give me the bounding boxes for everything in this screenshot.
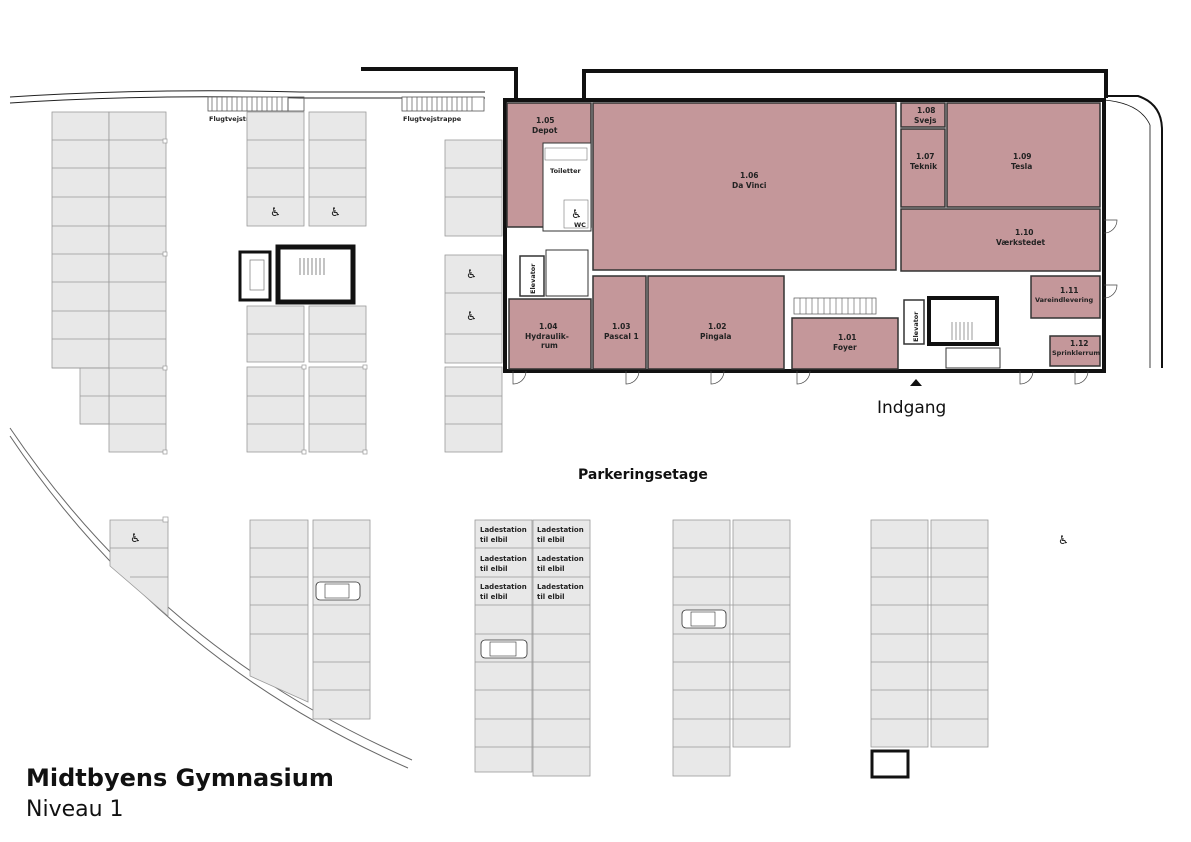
accessible-icon: ♿ <box>571 207 582 221</box>
room-name: Pingala <box>700 332 731 341</box>
room-1-11[interactable] <box>1030 275 1101 319</box>
room-1-01[interactable] <box>791 317 899 370</box>
parking-block-bottom-c <box>474 519 591 777</box>
room-number: 1.08 <box>917 106 936 115</box>
escape-stair-label-right: Flugtvejstrappe <box>403 115 462 123</box>
stair-right-steps <box>951 322 973 340</box>
elevator-left <box>519 255 545 297</box>
room-name: Teknik <box>910 162 938 171</box>
accessible-icon: ♿ <box>466 309 477 323</box>
road-line <box>9 90 485 98</box>
elevator-label-right: Elevator <box>912 311 920 342</box>
room-name: Vareindlevering <box>1035 296 1094 304</box>
stair-right-core <box>927 296 999 346</box>
room-name: Hydraulik- <box>525 332 569 341</box>
accessible-icon: ♿ <box>270 205 281 219</box>
elevator-right <box>903 299 925 345</box>
accessible-icon: ♿ <box>1058 533 1069 547</box>
charging-station-label: til elbil <box>480 565 508 573</box>
stair-left-core <box>545 249 589 297</box>
room-number: 1.02 <box>708 322 727 331</box>
room-name: Depot <box>532 126 558 135</box>
room-1-04[interactable] <box>508 298 592 370</box>
room-name: Da Vinci <box>732 181 767 190</box>
road-curve <box>9 427 413 761</box>
room-name: Pascal 1 <box>604 332 639 341</box>
room-number: 1.11 <box>1060 286 1079 295</box>
page-title: Midtbyens Gymnasium <box>26 764 334 792</box>
charging-labels: Ladestation til elbil Ladestation til el… <box>480 526 584 601</box>
charging-station-label: til elbil <box>537 565 565 573</box>
room-1-10[interactable] <box>900 208 1101 272</box>
room-name: Sprinklerrum <box>1052 349 1100 357</box>
room-1-12[interactable] <box>1049 335 1101 367</box>
room-number: 1.10 <box>1015 228 1034 237</box>
room-name: Værkstedet <box>996 238 1046 247</box>
car-icon <box>681 609 727 629</box>
parking-label: Parkeringsetage <box>578 467 708 483</box>
parking-block-near-building <box>444 139 503 453</box>
room-name: Foyer <box>833 343 857 352</box>
charging-station-label: til elbil <box>480 536 508 544</box>
room-1-09[interactable] <box>946 102 1101 208</box>
room-1-08[interactable] <box>900 102 946 128</box>
parking-block-bottom-b <box>249 519 371 720</box>
room-1-03[interactable] <box>592 275 647 370</box>
doors <box>512 219 1118 385</box>
escape-stair-label-left: Flugtvejstrappe <box>209 115 268 123</box>
toilets-label: Toiletter <box>550 167 582 175</box>
utility-room <box>945 347 1001 369</box>
charging-station-label: til elbil <box>537 536 565 544</box>
room-number: 1.05 <box>536 116 555 125</box>
charging-station-label: Ladestation <box>537 555 584 563</box>
charging-station-label: Ladestation <box>480 526 527 534</box>
room-1-07[interactable] <box>900 128 946 208</box>
escape-stair-right <box>401 96 485 112</box>
parking-block-mid-top <box>246 111 367 227</box>
car-icon <box>480 639 528 659</box>
room-number: 1.04 <box>539 322 558 331</box>
room-number: 1.01 <box>838 333 857 342</box>
charging-station-label: Ladestation <box>537 526 584 534</box>
room-name: rum <box>541 341 558 350</box>
parking-block-bottom-d <box>672 519 791 777</box>
foyer-stair <box>793 297 877 315</box>
room-number: 1.06 <box>740 171 759 180</box>
wc-label: WC <box>574 221 586 229</box>
room-number: 1.07 <box>916 152 935 161</box>
stair-core-parking <box>238 244 356 305</box>
escape-stair-left <box>207 96 305 112</box>
accessible-icon: ♿ <box>466 267 477 281</box>
parking-block-mid-bottom <box>246 305 368 455</box>
parking-block-bottom-a <box>109 516 169 617</box>
charging-station-label: til elbil <box>480 593 508 601</box>
entrance-label: Indgang <box>877 398 946 418</box>
road-curve <box>9 435 409 769</box>
building-outline <box>361 67 1163 373</box>
elevator-label-left: Elevator <box>529 263 537 294</box>
room-number: 1.12 <box>1070 339 1089 348</box>
parking-block-left <box>51 111 168 455</box>
accessible-icon: ♿ <box>330 205 341 219</box>
entrance-arrow-icon <box>910 379 922 386</box>
room-number: 1.03 <box>612 322 631 331</box>
toilets-block <box>542 142 592 232</box>
charging-station-label: Ladestation <box>480 583 527 591</box>
room-name: Svejs <box>914 116 937 125</box>
accessible-icon: ♿ <box>130 531 141 545</box>
charging-station-label: Ladestation <box>480 555 527 563</box>
room-1-02[interactable] <box>647 275 785 370</box>
charging-station-label: til elbil <box>537 593 565 601</box>
room-number: 1.09 <box>1013 152 1032 161</box>
room-name: Tesla <box>1011 162 1032 171</box>
page-subtitle: Niveau 1 <box>26 797 124 822</box>
car-icon <box>315 581 361 601</box>
charging-station-label: Ladestation <box>537 583 584 591</box>
room-1-06[interactable] <box>592 102 897 271</box>
parking-block-bottom-e <box>870 519 989 779</box>
